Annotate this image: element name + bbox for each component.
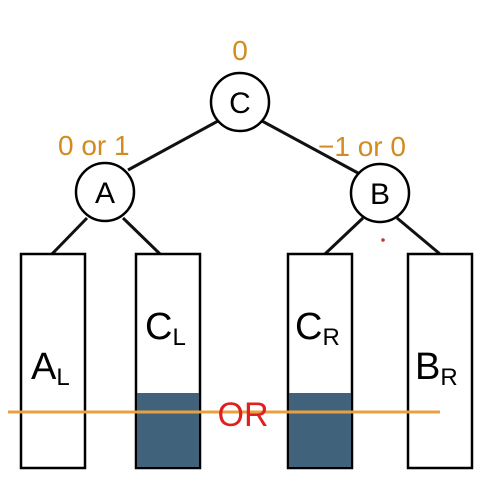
subtree-al-label: AL	[31, 346, 70, 391]
balance-a: 0 or 1	[58, 130, 130, 161]
balance-c: 0	[232, 35, 248, 66]
balance-b: −1 or 0	[318, 131, 406, 162]
edge-b-cr	[323, 216, 365, 256]
node-a-label: A	[95, 177, 115, 210]
subtree-cl-label: CL	[145, 306, 186, 351]
node-a	[74, 161, 136, 223]
or-label: OR	[218, 396, 269, 434]
edge-c-b	[261, 119, 359, 175]
edge-a-cl	[121, 216, 162, 256]
edge-b-br	[396, 216, 441, 256]
node-b	[349, 162, 411, 224]
shaded-block-cr	[289, 393, 351, 467]
subtree-br	[406, 252, 474, 470]
edge-c-a	[127, 119, 219, 172]
shaded-block-cl	[137, 393, 199, 467]
subtree-cr-label: CR	[295, 306, 340, 351]
edge-a-al	[50, 216, 89, 256]
subtree-al	[19, 252, 87, 470]
stray-dot	[381, 238, 385, 242]
subtree-br-label: BR	[415, 346, 458, 391]
node-c-label: C	[229, 87, 251, 120]
node-c	[209, 71, 271, 133]
node-b-label: B	[370, 178, 390, 211]
